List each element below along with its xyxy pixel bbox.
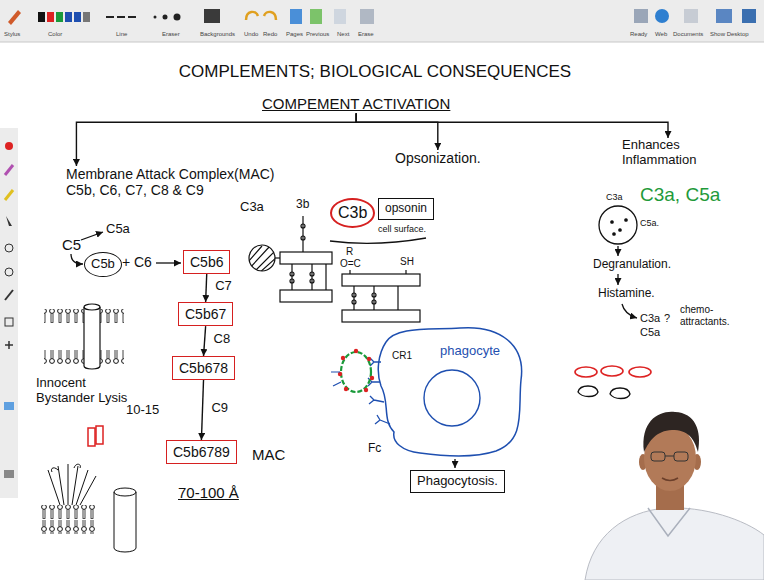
node-text: C3b [338, 204, 367, 222]
fragment-name: C3a [606, 192, 623, 202]
lysis-sketch [40, 464, 136, 552]
circled-label: C3b [330, 198, 375, 228]
node-text: C5b6 [190, 254, 223, 270]
toolbar-label: Erase [358, 31, 374, 38]
question-mark: ? [664, 312, 670, 325]
connector-arrow [356, 113, 668, 138]
edge-label: C8 [213, 332, 232, 347]
node-text: C5b67 [185, 306, 226, 322]
toolbar-label: Backgrounds [200, 31, 235, 38]
node-text: Membrane Attack Complex(MAC) [66, 166, 275, 182]
toolbar-label: Documents [673, 31, 703, 38]
node-text: C5b6789 [173, 444, 230, 460]
result-box: Phagocytosis. [410, 470, 505, 493]
cell-name: phagocyte [440, 344, 500, 359]
side-toolbar [0, 128, 18, 498]
toolbar-label: Show Desktop [710, 31, 749, 38]
group-symbol: R [346, 246, 353, 258]
fragment-name: C3a [640, 312, 660, 325]
connector-arrow [206, 274, 207, 302]
node-text: Enhances Inflammation [622, 138, 714, 168]
branch-heading: Opsonization. [395, 150, 481, 166]
edge-label: C9 [210, 401, 229, 416]
group-symbol: SH [400, 256, 414, 268]
connector-arrow [204, 326, 206, 356]
complex-box: C5b678 [172, 356, 235, 380]
toolbar-label: Color [48, 31, 62, 38]
fragment-name: C3a [240, 200, 264, 215]
receptor-name: Fc [368, 442, 381, 456]
circled-label: C5b [84, 252, 122, 277]
toolbar-label: Stylus [4, 31, 20, 38]
plus-sign: + [122, 254, 130, 270]
node-text: Opsonization. [395, 150, 481, 166]
toolbar-label: Line [116, 31, 127, 38]
phagocyte-cell [331, 328, 522, 468]
fragment-name: C5a. [640, 218, 659, 228]
note: chemo-attractants. [680, 304, 742, 327]
connector-arrow [201, 380, 203, 440]
process-note: Degranulation. [593, 258, 671, 272]
c3-structure [248, 216, 426, 322]
dimension: 70-100 Å [178, 484, 239, 501]
node-text: C5b [91, 257, 115, 272]
note: Innocent Bystander Lysis [36, 376, 128, 406]
opsonin-box: opsonin [378, 198, 434, 220]
membrane-pore [44, 304, 124, 369]
component-name: C6 [134, 254, 152, 270]
node-text: opsonin [385, 202, 427, 216]
component-name: C5a [106, 222, 130, 237]
fragment-name: C5a [640, 326, 660, 339]
edge-label: C7 [214, 279, 233, 294]
complex-box: C5b67 [178, 302, 233, 326]
complex-box: C5b6 [183, 250, 230, 274]
receptor-name: CR1 [392, 350, 412, 362]
count-note: 10-15 [126, 403, 159, 418]
process-note: Histamine. [598, 287, 655, 301]
fragment-name: C3a, C5a [640, 184, 720, 206]
toolbar-label: Redo [263, 31, 277, 38]
note: cell surface. [378, 224, 426, 234]
toolbar-label: Undo [244, 31, 258, 38]
connector-arrow [356, 113, 438, 150]
complex-name: MAC [252, 446, 285, 463]
heading-text: COMPEMENT ACTIVATION [262, 95, 450, 112]
presenter [585, 412, 764, 580]
connector-arrow [76, 113, 356, 166]
branch-heading: Enhances Inflammation [622, 138, 714, 168]
toolbar-label: Eraser [162, 31, 180, 38]
node-text: COMPEMENT ACTIVATION [262, 95, 450, 112]
toolbar-label: Ready [630, 31, 647, 38]
toolbar [0, 0, 764, 42]
toolbar-label: Pages [286, 31, 303, 38]
branch-heading: Membrane Attack Complex(MAC)C5b, C6, C7,… [66, 166, 275, 198]
group-symbol: O=C [340, 258, 361, 270]
toolbar-label: Web [655, 31, 667, 38]
component-name: C5 [62, 236, 81, 253]
fragment-name: 3b [296, 198, 309, 212]
toolbar-label: Previous [306, 31, 329, 38]
toolbar-label: Next [337, 31, 349, 38]
complex-box: C5b6789 [166, 440, 237, 464]
node-text: C5b, C6, C7, C8 & C9 [66, 182, 275, 198]
node-text: C5b678 [179, 360, 228, 376]
mast-cell [575, 206, 651, 399]
title: COMPLEMENTS; BIOLOGICAL CONSEQUENCES [165, 62, 585, 82]
node-text: Phagocytosis. [417, 474, 498, 489]
